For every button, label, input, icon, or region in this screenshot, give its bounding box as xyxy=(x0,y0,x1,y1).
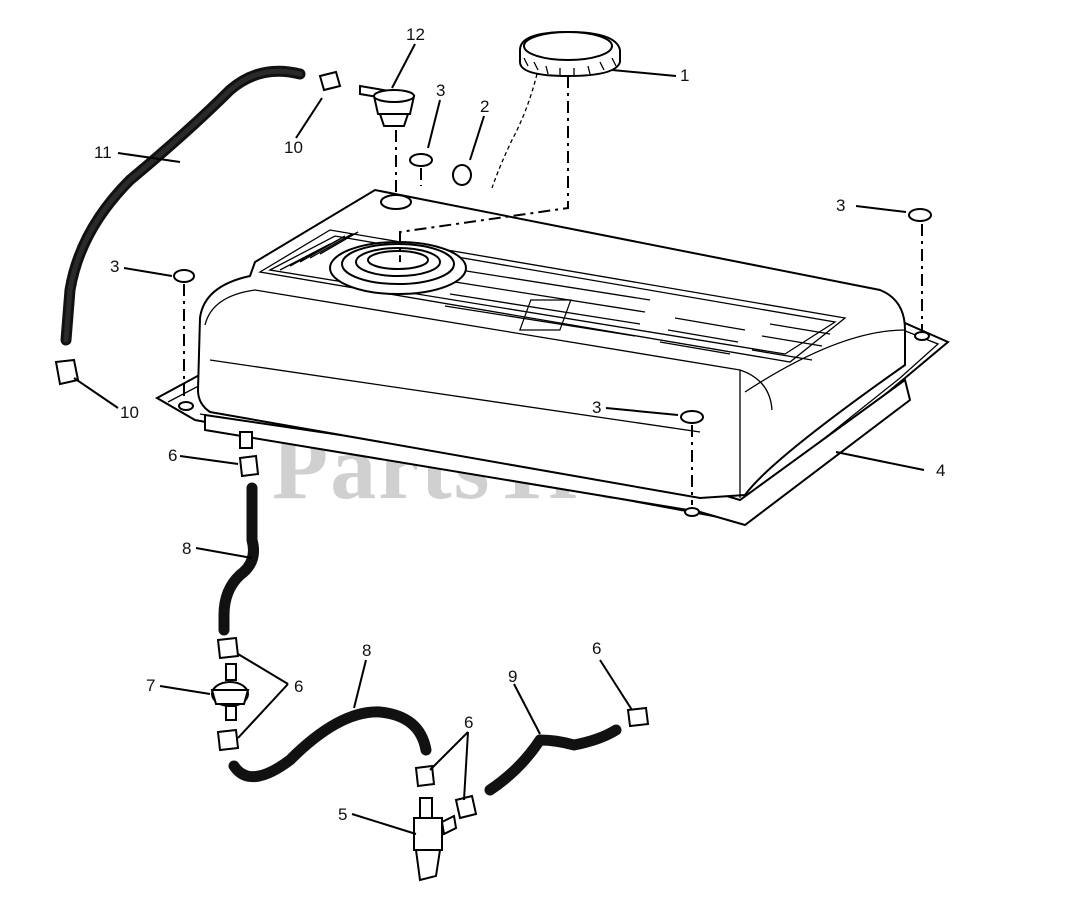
callout-10-bottom: 10 xyxy=(120,403,139,422)
grommet-top xyxy=(409,153,433,167)
grommet-left xyxy=(173,269,195,283)
tank-front-line xyxy=(209,359,701,433)
leader-lines xyxy=(73,43,925,835)
callout-9: 9 xyxy=(508,667,517,686)
fuel-cap xyxy=(519,30,621,78)
callout-7: 7 xyxy=(146,676,155,695)
callout-3-left: 3 xyxy=(110,257,119,276)
callout-4: 4 xyxy=(936,461,945,480)
callout-6-carburetor: 6 xyxy=(592,639,601,658)
fuel-tank xyxy=(154,188,950,527)
mount-hole-front xyxy=(684,507,700,517)
callout-1: 1 xyxy=(680,66,689,85)
hose-clamp-valve xyxy=(414,764,436,788)
callout-10-top: 10 xyxy=(284,138,303,157)
tank-top-panel-inner xyxy=(267,235,837,355)
tank-ribs-left xyxy=(279,231,359,271)
tether-ring xyxy=(452,164,472,186)
mount-hole-right xyxy=(914,331,930,341)
hose-clamp-filter-top xyxy=(216,636,240,660)
hose-clamp-filter-bottom xyxy=(216,728,240,752)
callout-3-top: 3 xyxy=(436,81,445,100)
callout-6-outlet: 6 xyxy=(168,446,177,465)
hose-clamp-carburetor xyxy=(626,706,650,728)
shutoff-valve xyxy=(413,797,458,882)
tank-shoulder-line xyxy=(204,289,773,411)
callout-2: 2 xyxy=(480,97,489,116)
callout-3-right: 3 xyxy=(836,196,845,215)
callout-5: 5 xyxy=(338,805,347,824)
callout-11: 11 xyxy=(94,143,112,162)
fuel-filter xyxy=(210,663,250,721)
callout-8-upper: 8 xyxy=(182,539,191,558)
fuel-hose-lower xyxy=(228,706,432,783)
grommet-right xyxy=(908,208,932,222)
vent-fitting xyxy=(359,84,416,127)
cap-tether-chain xyxy=(491,73,538,189)
callout-12: 12 xyxy=(406,25,425,44)
mount-hole-left xyxy=(178,401,194,411)
hose-clamp-top xyxy=(318,70,342,92)
fuel-hose-carburetor xyxy=(484,724,622,796)
vent-hole xyxy=(380,194,412,210)
hose-clamp-outlet xyxy=(238,454,260,478)
tank-outlet-fitting xyxy=(239,431,253,449)
callout-8-lower: 8 xyxy=(362,641,371,660)
filler-neck xyxy=(329,241,467,295)
hose-clamp-valve-side xyxy=(454,794,478,820)
callout-6-filter: 6 xyxy=(294,677,303,696)
fuel-hose-upper xyxy=(218,482,259,636)
tank-side-shoulder xyxy=(744,329,906,393)
tank-ribs-right xyxy=(444,269,831,361)
hose-clamp-bottom xyxy=(54,358,80,386)
callout-6-valve: 6 xyxy=(464,713,473,732)
callout-3-front: 3 xyxy=(592,398,601,417)
grommet-front xyxy=(680,410,704,424)
